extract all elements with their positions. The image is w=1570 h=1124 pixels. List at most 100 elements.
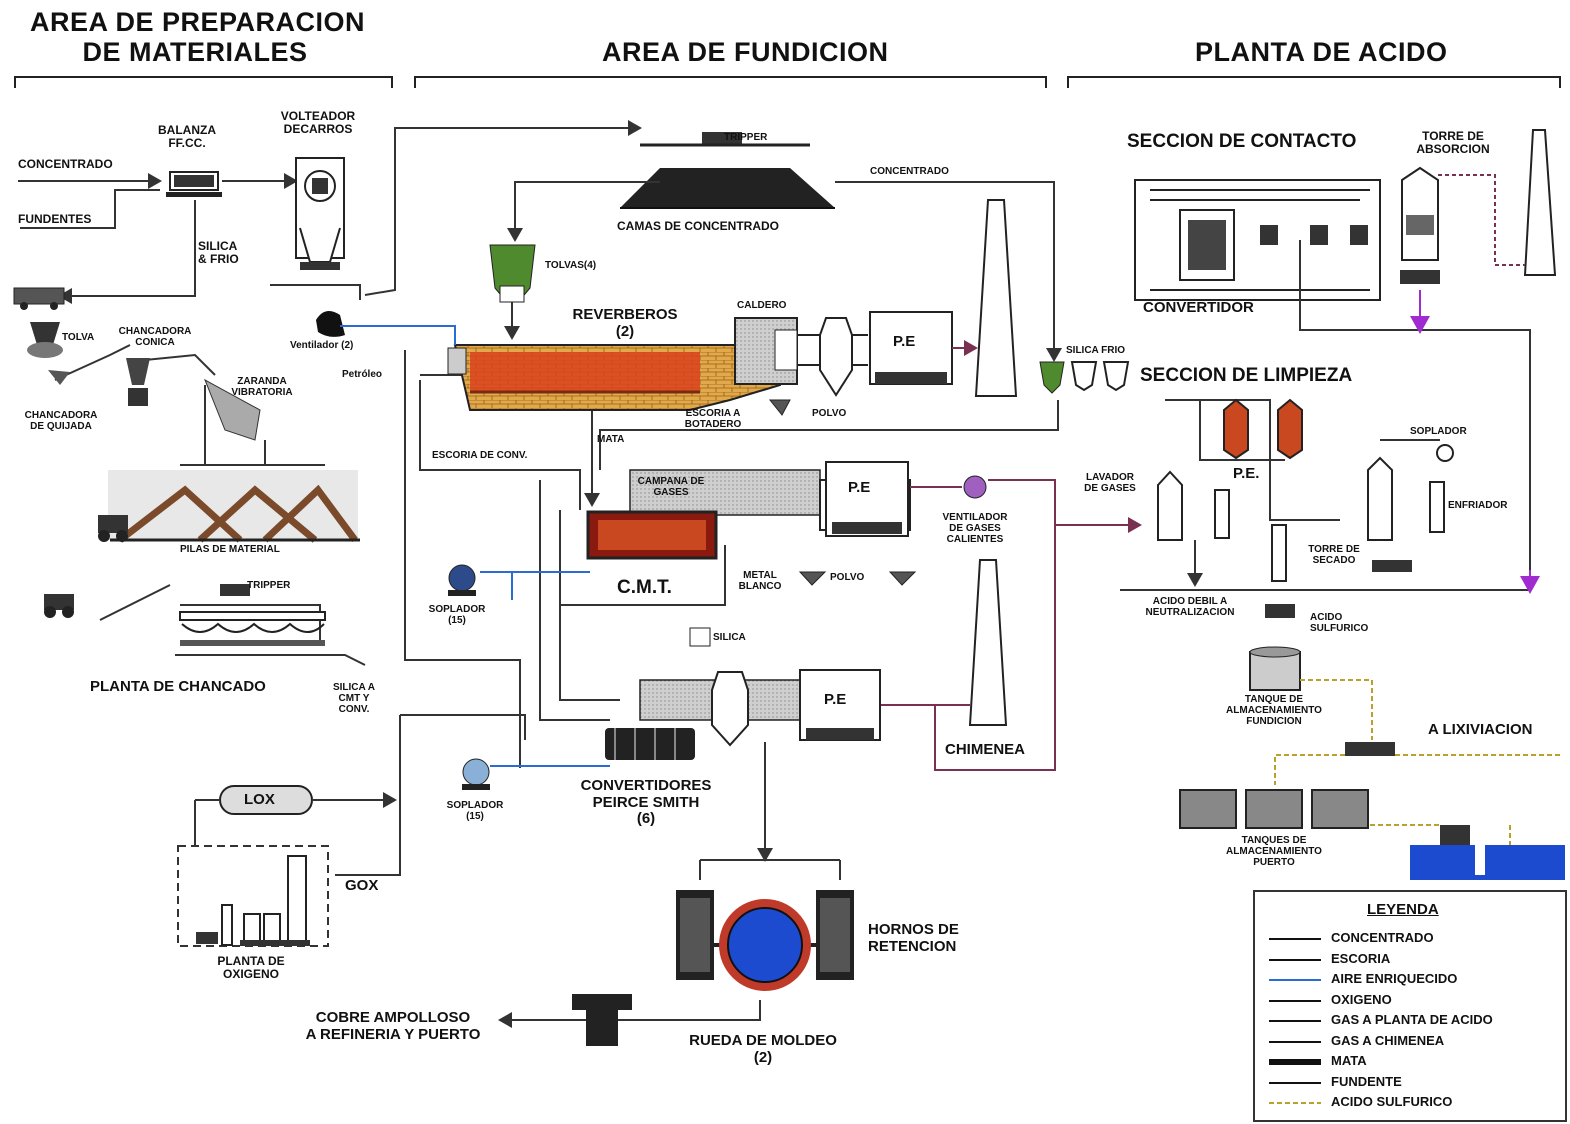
label-concentrado: CONCENTRADO xyxy=(18,158,113,171)
label-metal-blanco: METAL BLANCO xyxy=(735,570,785,592)
label-soplador-15b: SOPLADOR (15) xyxy=(438,800,512,822)
label-tolva: TOLVA xyxy=(62,332,94,343)
label-planta-chancado: PLANTA DE CHANCADO xyxy=(90,679,266,696)
concentrate-beds xyxy=(620,132,835,208)
loader-truck-2 xyxy=(44,594,74,618)
legend-label: GAS A PLANTA DE ACIDO xyxy=(1331,1012,1493,1027)
section-title-acid: PLANTA DE ACIDO xyxy=(1195,38,1448,68)
label-ventilador-gases: VENTILADOR DE GASES CALIENTES xyxy=(935,512,1015,545)
label-rueda-moldeo: RUEDA DE MOLDEO (2) xyxy=(668,1033,858,1066)
label-caldero: CALDERO xyxy=(737,300,786,311)
legend-swatch xyxy=(1269,1059,1321,1065)
legend-swatch xyxy=(1269,1000,1321,1002)
label-lavador-gases: LAVADOR DE GASES xyxy=(1070,472,1150,494)
section-brackets xyxy=(15,77,1560,88)
legend-item: GAS A PLANTA DE ACIDO xyxy=(1269,1012,1559,1030)
label-pe-3: P.E xyxy=(824,692,846,709)
fan-ventilator xyxy=(316,311,345,337)
label-soplador-15a: SOPLADOR (15) xyxy=(420,604,494,626)
legend-item: FUNDENTE xyxy=(1269,1074,1559,1092)
label-campana: CAMPANA DE GASES xyxy=(628,476,714,498)
label-enfriador: ENFRIADOR xyxy=(1448,500,1507,511)
label-mata: MATA xyxy=(597,434,624,445)
crushing-plant xyxy=(180,584,325,646)
holding-furnaces xyxy=(676,890,854,991)
bracket-materials xyxy=(15,77,392,88)
legend-label: OXIGENO xyxy=(1331,992,1392,1007)
label-pe-1: P.E xyxy=(893,334,915,351)
label-reverberos: REVERBEROS (2) xyxy=(556,307,694,340)
label-camas: CAMAS DE CONCENTRADO xyxy=(617,220,779,233)
label-pilas: PILAS DE MATERIAL xyxy=(180,544,280,555)
label-silica-frio-small: SILICA FRIO xyxy=(1066,345,1125,356)
label-silica-conv: SILICA xyxy=(713,632,746,643)
cone-crusher xyxy=(126,358,150,406)
legend-swatch xyxy=(1269,1102,1321,1104)
label-polvo-2: POLVO xyxy=(830,572,864,583)
legend-item: CONCENTRADO xyxy=(1269,930,1559,948)
label-a-lixiviacion: A LIXIVIACION xyxy=(1428,722,1532,739)
label-concentrado-top: CONCENTRADO xyxy=(870,166,949,177)
legend-item: ACIDO SULFURICO xyxy=(1269,1094,1559,1112)
scale-car xyxy=(166,172,222,197)
label-petroleo: Petróleo xyxy=(342,369,382,380)
legend-item: OXIGENO xyxy=(1269,992,1559,1010)
label-fundentes: FUNDENTES xyxy=(18,213,91,226)
legend-item: ESCORIA xyxy=(1269,951,1559,969)
label-pe-2: P.E xyxy=(848,480,870,497)
legend-item: AIRE ENRIQUECIDO xyxy=(1269,971,1559,989)
label-tolvas: TOLVAS(4) xyxy=(545,260,596,271)
stack-1 xyxy=(952,200,1016,396)
label-silica-frio: SILICA & FRIO xyxy=(198,240,239,266)
label-ventilador: Ventilador (2) xyxy=(290,340,353,351)
legend-swatch xyxy=(1269,1082,1321,1084)
label-tripper-top: TRIPPER xyxy=(724,132,767,143)
legend-swatch xyxy=(1269,1020,1321,1022)
section-title-smelting: AREA DE FUNDICION xyxy=(602,38,889,68)
label-convertidores: CONVERTIDORES PEIRCE SMITH (6) xyxy=(556,778,736,828)
label-seccion-contacto: SECCION DE CONTACTO xyxy=(1127,132,1356,153)
ore-cart xyxy=(14,288,64,310)
label-acido-sulfurico: ACIDO SULFURICO xyxy=(1310,612,1368,634)
label-tanques-puerto: TANQUES DE ALMACENAMIENTO PUERTO xyxy=(1205,835,1343,868)
legend-item: GAS A CHIMENEA xyxy=(1269,1033,1559,1051)
label-gox: GOX xyxy=(345,878,378,895)
label-torre-absorcion: TORRE DE ABSORCION xyxy=(1398,130,1508,156)
label-chancadora-quijada: CHANCADORA DE QUIJADA xyxy=(16,410,106,432)
reverberatory-furnace xyxy=(448,330,780,410)
legend-label: ESCORIA xyxy=(1331,951,1390,966)
legend-swatch xyxy=(1269,959,1321,961)
stack-2 xyxy=(970,560,1006,725)
label-pe-acid: P.E. xyxy=(1233,466,1259,483)
label-soplador-acid: SOPLADOR xyxy=(1410,426,1467,437)
label-tanque-fundicion: TANQUE DE ALMACENAMIENTO FUNDICION xyxy=(1205,694,1343,727)
boiler-train-1 xyxy=(735,312,952,415)
label-volteador: VOLTEADOR DECARROS xyxy=(266,110,370,136)
legend-label: FUNDENTE xyxy=(1331,1074,1402,1089)
legend-title: LEYENDA xyxy=(1367,902,1439,919)
legend-swatch xyxy=(1269,938,1321,940)
oxygen-plant xyxy=(178,786,395,946)
legend: LEYENDA CONCENTRADO ESCORIA AIRE ENRIQUECI… xyxy=(1253,890,1567,1122)
legend-label: GAS A CHIMENEA xyxy=(1331,1033,1444,1048)
label-tripper-lower: TRIPPER xyxy=(247,580,290,591)
label-seccion-limpieza: SECCION DE LIMPIEZA xyxy=(1140,366,1352,387)
label-chimenea: CHIMENEA xyxy=(945,742,1025,759)
label-chancadora-conica: CHANCADORA CONICA xyxy=(110,326,200,348)
label-lox: LOX xyxy=(244,792,275,809)
label-hornos-retencion: HORNOS DE RETENCION xyxy=(868,922,959,955)
label-silica-cmt: SILICA A CMT Y CONV. xyxy=(325,682,383,715)
legend-label: MATA xyxy=(1331,1053,1367,1068)
bracket-acid xyxy=(1068,77,1560,88)
label-polvo-1: POLVO xyxy=(812,408,846,419)
legend-label: ACIDO SULFURICO xyxy=(1331,1094,1452,1109)
legend-item: MATA xyxy=(1269,1053,1559,1071)
label-escoria-botadero: ESCORIA A BOTADERO xyxy=(675,408,751,430)
label-cmt: C.M.T. xyxy=(617,578,672,599)
blower-2 xyxy=(462,759,490,790)
label-balanza: BALANZA FF.CC. xyxy=(158,124,216,150)
material-piles xyxy=(108,470,360,540)
legend-swatch xyxy=(1269,1041,1321,1043)
legend-label: AIRE ENRIQUECIDO xyxy=(1331,971,1457,986)
label-planta-oxigeno: PLANTA DE OXIGENO xyxy=(196,955,306,981)
